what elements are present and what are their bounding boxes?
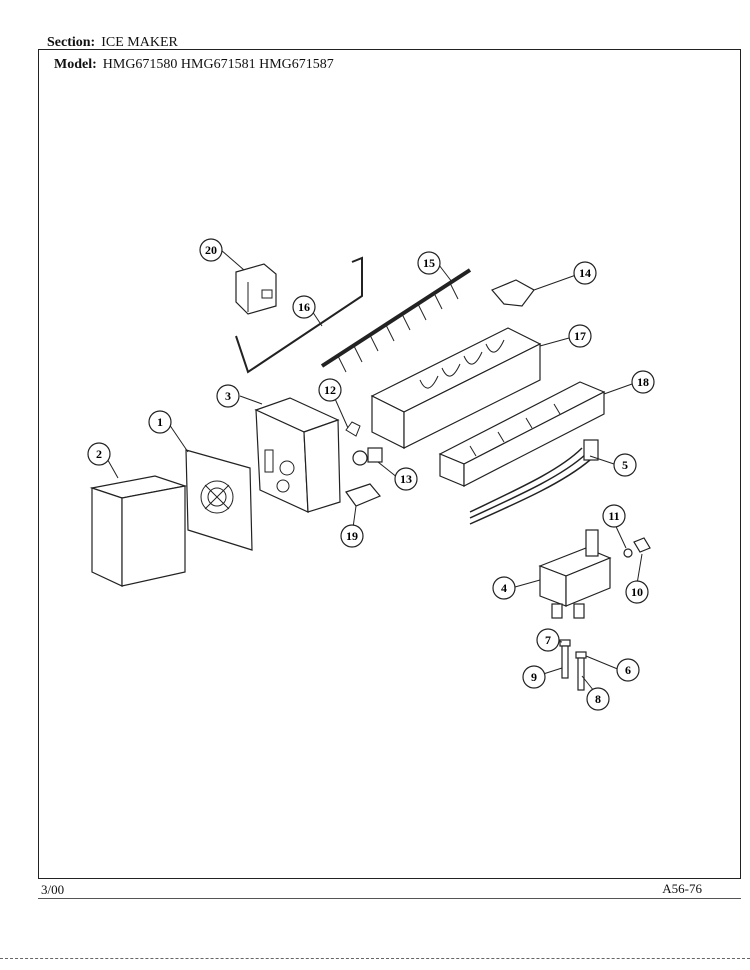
part-16-feeler-arm [235, 256, 363, 374]
diagram-frame: Model: HMG671580 HMG671581 HMG671587 [38, 49, 741, 879]
model-heading: Model: HMG671580 HMG671581 HMG671587 [54, 57, 334, 73]
part-12-clip [345, 421, 361, 437]
svg-text:15: 15 [423, 256, 435, 270]
svg-text:16: 16 [298, 300, 310, 314]
part-6-8-screw [575, 651, 587, 691]
footer-date: 3/00 [41, 882, 65, 897]
part-15-ejector [320, 268, 472, 373]
part-13-thermostat [352, 447, 383, 466]
svg-text:14: 14 [579, 266, 591, 280]
callout-11: 11 [602, 504, 626, 528]
part-17-mold [370, 327, 542, 449]
svg-text:9: 9 [531, 670, 537, 684]
callout-3: 3 [216, 384, 240, 408]
callout-6: 6 [616, 658, 640, 682]
callout-1: 1 [148, 410, 172, 434]
section-label: Section: [47, 35, 96, 50]
part-20-switch [235, 263, 277, 315]
callout-19: 19 [340, 524, 364, 548]
svg-text:20: 20 [205, 243, 217, 257]
svg-text:13: 13 [400, 472, 412, 486]
svg-text:5: 5 [622, 458, 628, 472]
svg-text:17: 17 [574, 329, 586, 343]
part-11-nut [623, 548, 633, 558]
part-19-shield [345, 483, 381, 507]
callout-12: 12 [318, 378, 342, 402]
callout-14: 14 [573, 261, 597, 285]
footer-rule [38, 898, 741, 899]
section-heading: Section: ICE MAKER [47, 35, 178, 51]
model-label: Model: [54, 57, 97, 72]
callout-18: 18 [631, 370, 655, 394]
callout-15: 15 [417, 251, 441, 275]
svg-text:2: 2 [96, 447, 102, 461]
svg-text:11: 11 [608, 509, 619, 523]
svg-text:19: 19 [346, 529, 358, 543]
part-4-water-valve [538, 529, 612, 619]
part-10-fitting [633, 537, 651, 553]
part-7-9-screw [559, 639, 571, 679]
svg-text:10: 10 [631, 585, 643, 599]
svg-text:18: 18 [637, 375, 649, 389]
svg-text:6: 6 [625, 663, 631, 677]
svg-text:8: 8 [595, 692, 601, 706]
part-2-cover [89, 475, 188, 587]
section-value: ICE MAKER [101, 35, 178, 50]
callout-16: 16 [292, 295, 316, 319]
callout-7: 7 [536, 628, 560, 652]
callout-20: 20 [199, 238, 223, 262]
svg-text:4: 4 [501, 581, 507, 595]
callout-9: 9 [522, 665, 546, 689]
part-5-wire-harness [469, 439, 599, 525]
callout-13: 13 [394, 467, 418, 491]
svg-text:3: 3 [225, 389, 231, 403]
model-value: HMG671580 HMG671581 HMG671587 [102, 57, 334, 72]
svg-text:7: 7 [545, 633, 551, 647]
svg-text:1: 1 [157, 415, 163, 429]
callout-5: 5 [613, 453, 637, 477]
callout-17: 17 [568, 324, 592, 348]
callout-10: 10 [625, 580, 649, 604]
part-3-control-housing [254, 397, 341, 513]
svg-text:12: 12 [324, 383, 336, 397]
callout-2: 2 [87, 442, 111, 466]
callout-8: 8 [586, 687, 610, 711]
scan-edge-line [0, 958, 750, 959]
callout-4: 4 [492, 576, 516, 600]
footer-page-code: A56-76 [662, 881, 702, 896]
part-14-stripper [491, 279, 535, 307]
part-1-mounting-plate [185, 449, 253, 551]
part-18-heater [438, 381, 606, 487]
